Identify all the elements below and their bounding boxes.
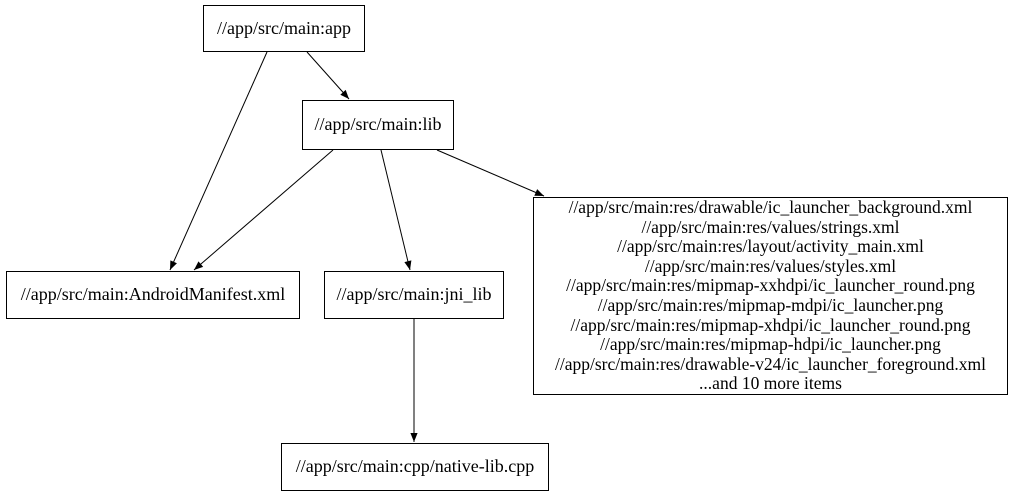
edge-lib-to-android-manifest [193,149,334,271]
edge-lib-to-jni-lib [380,149,412,271]
res-file-line: //app/src/main:res/drawable/ic_launcher_… [568,197,973,218]
res-file-line: //app/src/main:res/mipmap-mdpi/ic_launch… [597,295,944,315]
res-file-line: //app/src/main:res/mipmap-hdpi/ic_launch… [600,334,941,355]
edge-lib-to-res-files [436,149,545,197]
node-label-app: //app/src/main:app [217,17,351,38]
graph-node-native-lib: //app/src/main:cpp/native-lib.cpp [281,443,549,491]
res-more-items-line: ...and 10 more items [699,373,842,394]
graph-node-android-manifest: //app/src/main:AndroidManifest.xml [6,271,300,319]
res-file-line: //app/src/main:res/values/strings.xml [641,216,900,237]
graph-node-res-files: //app/src/main:res/drawable/ic_launcher_… [533,197,1008,395]
node-label-android-manifest: //app/src/main:AndroidManifest.xml [20,284,286,305]
graph-node-app: //app/src/main:app [203,5,365,52]
graph-node-lib: //app/src/main:lib [302,100,454,150]
res-file-line: //app/src/main:res/mipmap-xxhdpi/ic_laun… [566,275,975,296]
edge-app-to-android-manifest [169,51,268,271]
node-label-native-lib: //app/src/main:cpp/native-lib.cpp [295,456,535,477]
res-file-line: //app/src/main:res/drawable-v24/ic_launc… [554,353,987,374]
res-file-line: //app/src/main:res/values/styles.xml [644,255,897,276]
res-file-line: //app/src/main:res/layout/activity_main.… [617,236,924,257]
node-label-jni-lib: //app/src/main:jni_lib [336,284,492,305]
graph-node-jni-lib: //app/src/main:jni_lib [324,271,504,319]
node-label-lib: //app/src/main:lib [314,114,442,135]
edge-app-to-lib [306,51,350,100]
res-file-line: //app/src/main:res/mipmap-xhdpi/ic_launc… [570,314,971,335]
